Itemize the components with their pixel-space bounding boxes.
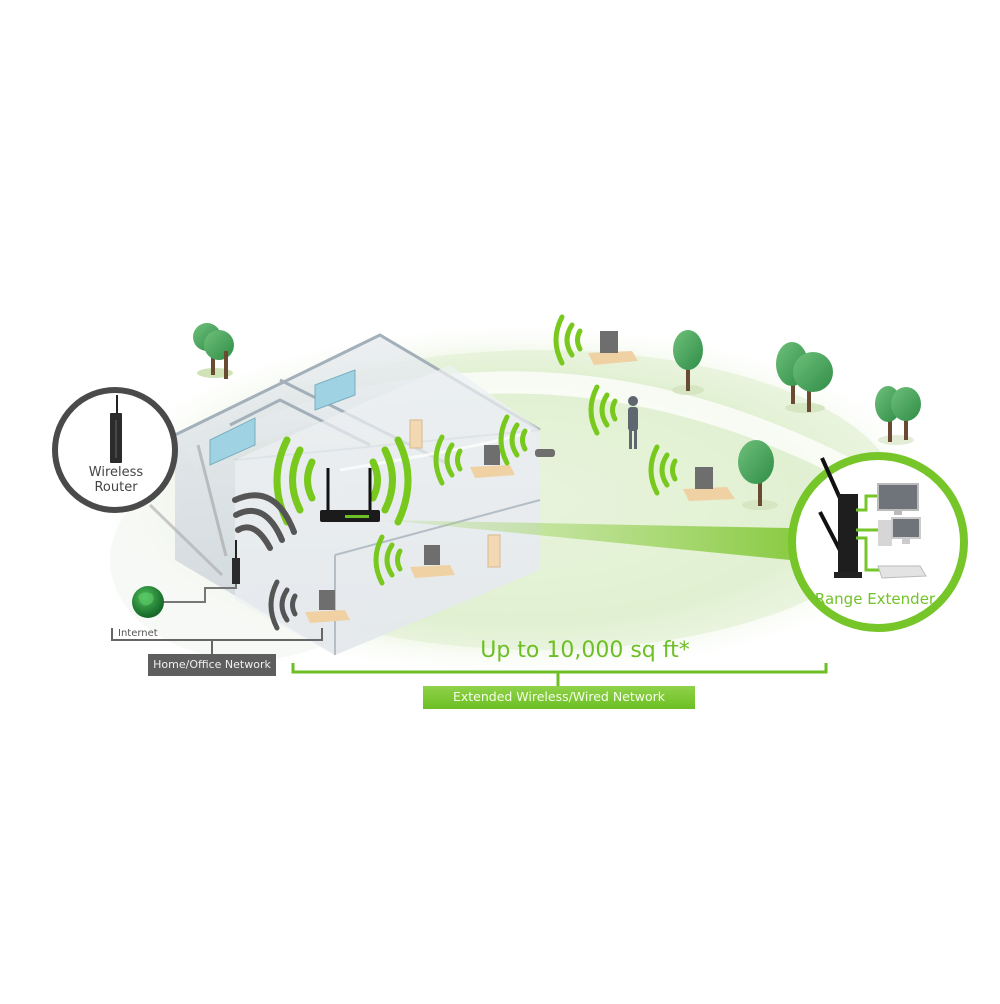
laptop-icon — [433, 434, 515, 486]
laptop-icon — [373, 534, 455, 586]
tree-icon — [776, 342, 833, 413]
range-extender-callout — [788, 452, 968, 632]
wifi-signal-icon — [232, 492, 297, 551]
link-beam — [385, 520, 790, 560]
laptops — [268, 314, 735, 631]
extended-network-label: Extended Wireless/Wired Network — [423, 686, 695, 709]
wireless-router-label: Wireless Router — [64, 465, 168, 495]
security-camera-icon — [498, 414, 555, 466]
home-network-label: Home/Office Network — [148, 654, 276, 676]
coverage-label: Up to 10,000 sq ft* — [480, 638, 690, 663]
laptop-icon — [268, 579, 350, 631]
range-extender-label: Range Extender — [814, 590, 936, 608]
laptop-icon — [648, 444, 735, 501]
window-icon — [209, 417, 256, 466]
home-network-bracket — [111, 628, 323, 641]
internet-globe-icon — [132, 586, 164, 618]
tree-icon — [672, 330, 704, 395]
trees — [193, 323, 921, 510]
tree-icon — [875, 386, 921, 445]
tablet-user-icon — [588, 384, 638, 449]
door-icon — [409, 419, 423, 449]
wireless-router-callout — [52, 387, 178, 513]
laptop-icon — [553, 314, 638, 366]
internet-label: Internet — [118, 628, 158, 639]
window-icon — [314, 369, 356, 411]
wireless-router-device — [148, 444, 297, 603]
range-extender-icon — [838, 494, 858, 574]
game-console-icon — [877, 565, 927, 579]
tree-icon — [738, 440, 778, 510]
tree-icon — [193, 323, 234, 379]
monitor-icon — [877, 483, 919, 515]
door-icon — [487, 534, 501, 568]
desktop-pc-icon — [878, 517, 921, 546]
router-label-line1: Wireless — [88, 465, 144, 480]
router-label-line2: Router — [94, 480, 138, 495]
